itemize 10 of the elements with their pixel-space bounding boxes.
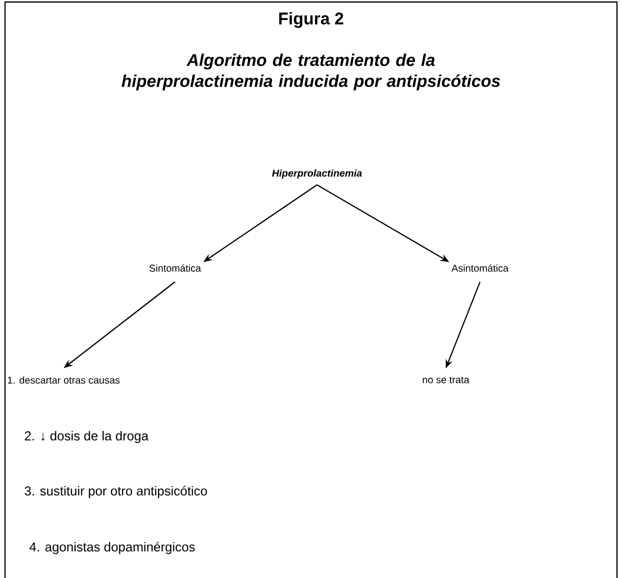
- list-item: 3. sustituir por otro antipsicótico: [24, 486, 207, 498]
- title: Figura 2: [279, 12, 344, 28]
- subtitle: Algoritmo de tratamiento de la hiperprolactinemia inducida por antipsicóticos: [122, 54, 500, 90]
- node-text: Hiperprolactinemia: [272, 169, 362, 179]
- node-text: Asintomática: [452, 264, 509, 272]
- node-text: no se trata: [422, 376, 470, 384]
- node-text: 1. descartar otras causas: [8, 376, 120, 384]
- list-item: 4. agonistas dopaminérgicos: [30, 542, 195, 554]
- list-item: 2. ↓ dosis de la droga: [24, 430, 148, 444]
- node-text: Sintomática: [149, 264, 202, 272]
